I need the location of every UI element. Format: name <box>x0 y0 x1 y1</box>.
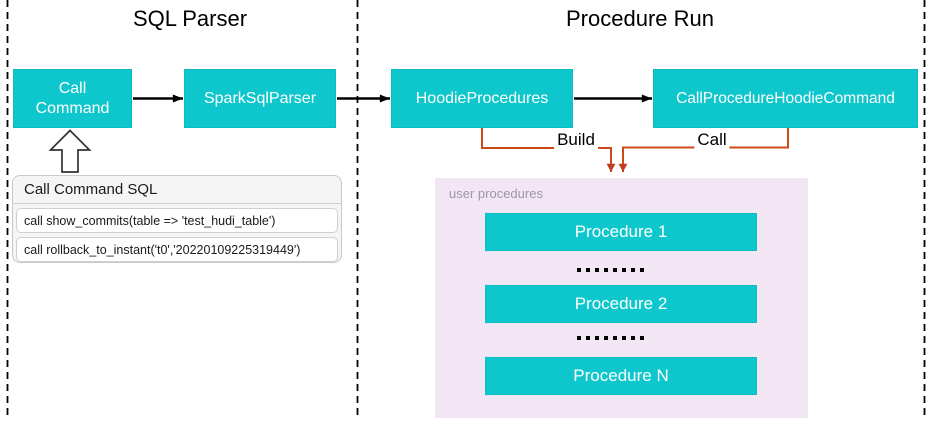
edge-label-build: Build <box>554 130 598 150</box>
node-call-procedure-hoodie-command: CallProcedureHoodieCommand <box>653 69 918 128</box>
hollow-up-arrow <box>48 129 92 173</box>
ellipsis-dots <box>577 268 644 272</box>
node-hoodie-procedures: HoodieProcedures <box>391 69 573 128</box>
section-title-procedure-run: Procedure Run <box>566 6 714 31</box>
sql-example-show-commits: call show_commits(table => 'test_hudi_ta… <box>16 208 338 233</box>
ellipsis-dots <box>577 336 644 340</box>
procedure-1-box: Procedure 1 <box>485 213 757 251</box>
edge-label-call: Call <box>694 130 730 150</box>
node-call-command: Call Command <box>13 69 132 128</box>
connector-build <box>481 128 616 172</box>
sql-example-rollback-to-instant: call rollback_to_instant('t0','202201092… <box>16 237 338 262</box>
call-command-sql-note: Call Command SQL call show_commits(table… <box>12 175 342 263</box>
procedure-n-box: Procedure N <box>485 357 757 395</box>
user-procedures-panel: user procedures Procedure 1 Procedure 2 … <box>435 178 808 418</box>
procedure-2-box: Procedure 2 <box>485 285 757 323</box>
section-title-sql-parser: SQL Parser <box>132 6 248 31</box>
note-title: Call Command SQL <box>13 176 341 204</box>
user-procedures-label: user procedures <box>449 186 543 201</box>
node-spark-sql-parser: SparkSqlParser <box>184 69 336 128</box>
